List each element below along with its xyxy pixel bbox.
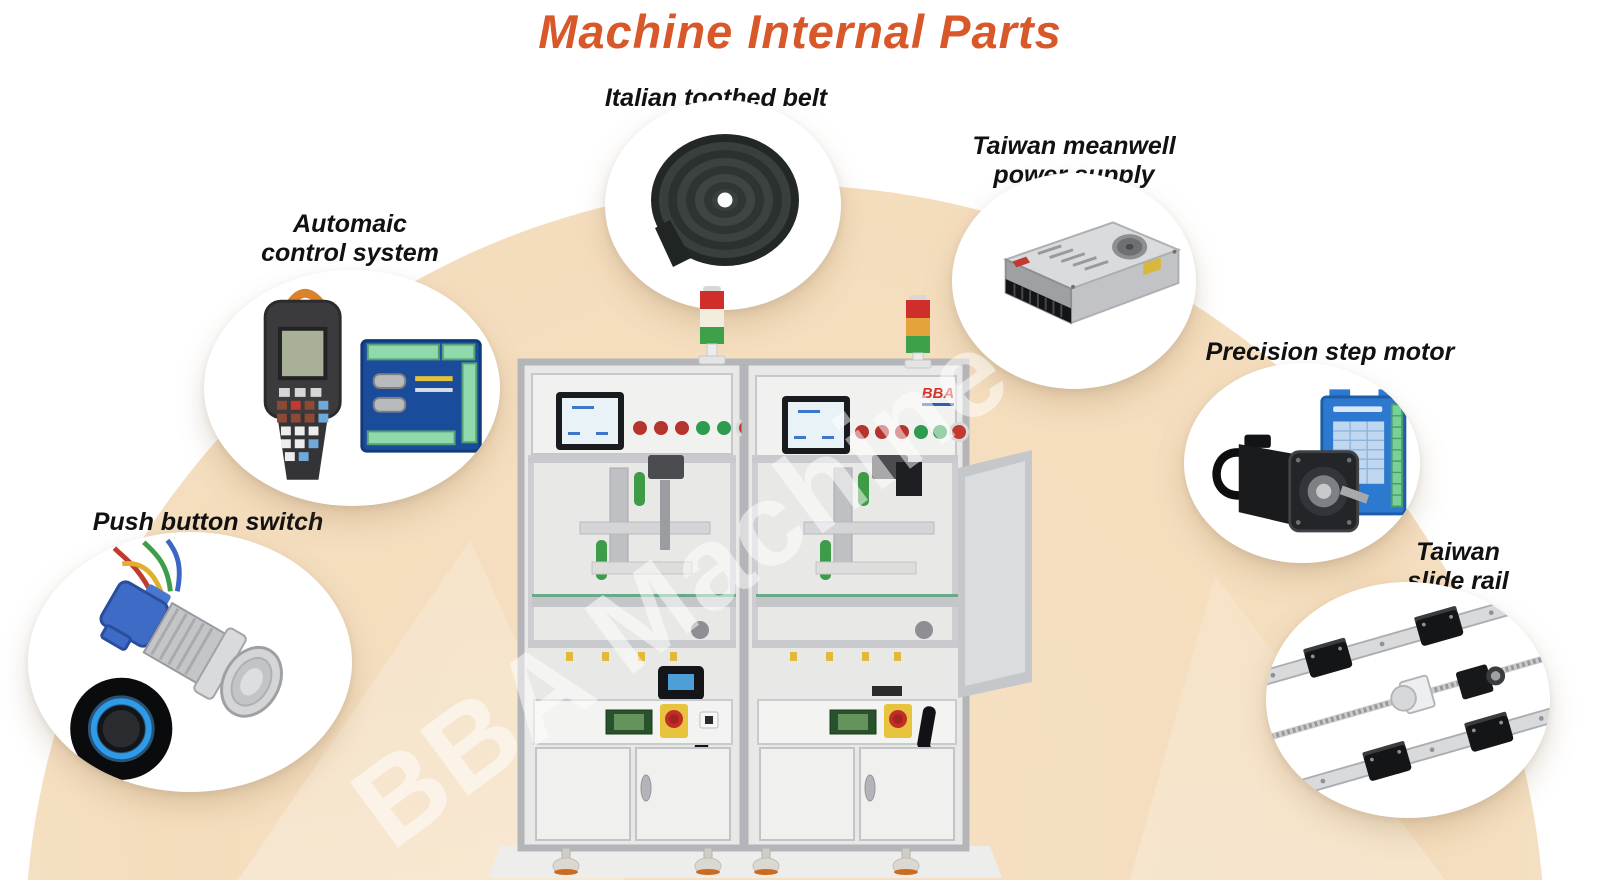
bubble-precision-step-motor <box>1184 363 1420 563</box>
handheld-controller <box>263 288 342 480</box>
machine-photo: BBA <box>488 286 1032 878</box>
left-control-strip <box>605 704 719 738</box>
right-station-mechanism <box>756 455 960 661</box>
metal-push-button <box>99 579 283 718</box>
power-supply-image <box>1003 221 1182 325</box>
door-handle <box>640 774 652 802</box>
bubble-automatic-control-system <box>204 270 500 506</box>
push-button-image <box>70 538 283 780</box>
label-push-button-switch: Push button switch <box>92 508 324 536</box>
page-title: Machine Internal Parts <box>538 5 1062 58</box>
machine-floor <box>488 846 1002 878</box>
slide-rail-image <box>1266 594 1550 799</box>
control-system-image <box>263 288 482 480</box>
linear-rails <box>1266 594 1550 799</box>
bubble-italian-toothed-belt <box>605 100 841 310</box>
label-precision-step-motor: Precision step motor <box>1205 338 1455 366</box>
step-motor-image <box>1212 389 1407 533</box>
control-board <box>360 338 482 453</box>
bubble-push-button-switch <box>28 532 352 792</box>
led-button <box>70 677 173 780</box>
toothed-belt-image <box>651 133 799 267</box>
bubble-taiwan-slide-rail <box>1266 582 1550 818</box>
panel-buttons-right <box>855 422 969 442</box>
machine-left-cabinet <box>517 358 756 852</box>
left-station-mechanism <box>532 455 736 661</box>
signal-tower-right <box>904 295 932 369</box>
door-handle <box>864 774 876 802</box>
bubble-taiwan-meanwell-power-supply <box>952 173 1196 389</box>
right-control-strip <box>829 704 912 738</box>
machine-right-cabinet: BBA <box>741 358 970 852</box>
machine-feet <box>552 847 920 875</box>
signal-tower-left <box>698 286 726 365</box>
svg-text:BBA: BBA <box>922 385 955 402</box>
open-glass-door <box>958 450 1032 698</box>
label-automatic-control-system: Automaic control system <box>261 210 439 267</box>
brand-logo: BBA <box>922 385 955 406</box>
stepper-motor <box>1212 434 1370 533</box>
